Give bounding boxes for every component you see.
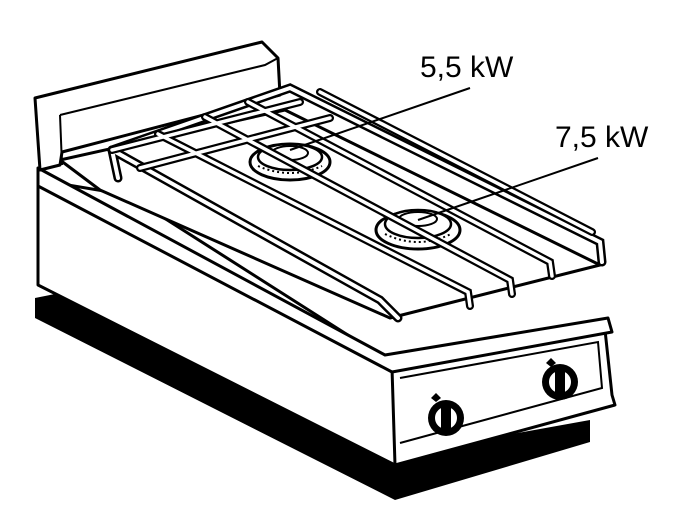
control-panel-bevel [399, 340, 604, 444]
leader-line-front [417, 157, 599, 221]
pan-support-grate [107, 83, 607, 323]
leader-line-rear [289, 87, 471, 151]
top-plate-edge [36, 166, 614, 374]
back-splash [33, 40, 282, 172]
back-splash-fold [59, 114, 63, 166]
burner-front-power-label: 7,5 kW [555, 121, 649, 154]
back-splash-edge [59, 57, 279, 116]
knob-left-icon [428, 393, 464, 436]
burner-rear-power-label: 5,5 kW [420, 51, 514, 84]
knob-right-icon [542, 358, 578, 400]
